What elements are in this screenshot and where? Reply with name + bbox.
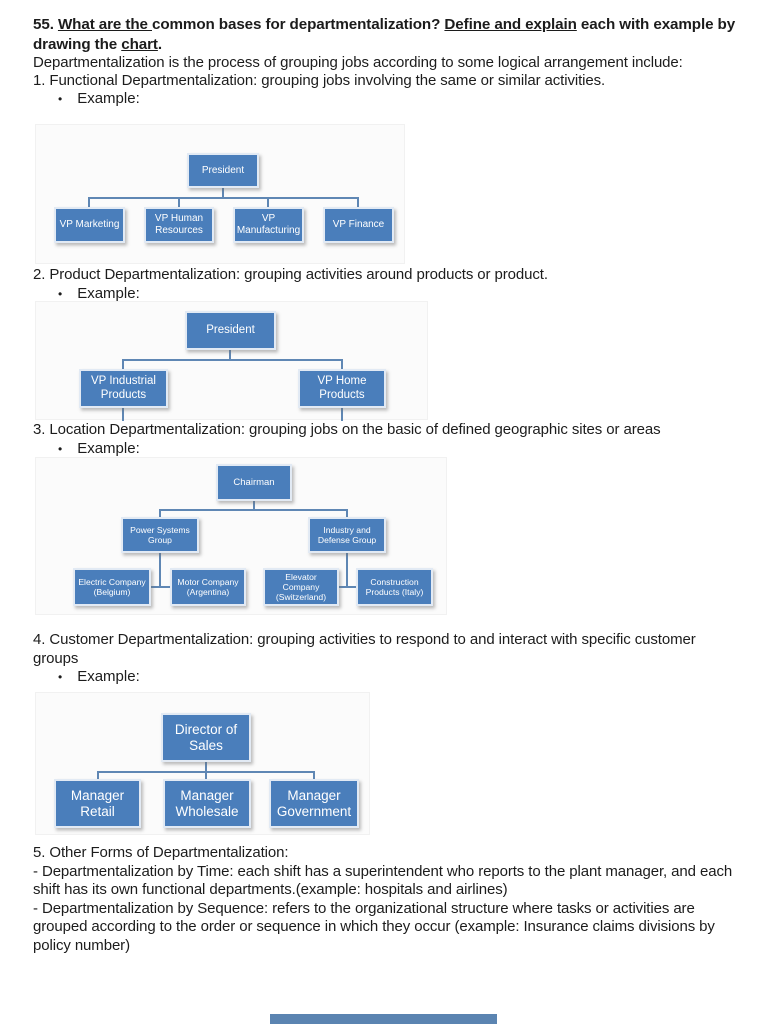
connector-line [159, 553, 161, 588]
connector-line [122, 359, 343, 361]
connector-line [178, 197, 180, 207]
section-5-block: 5. Other Forms of Departmentalization: -… [33, 844, 739, 955]
section-3-label: 3. Location Departmentalization: groupin… [33, 421, 661, 438]
org-node-vp-human-resources: VP Human Resources [144, 207, 214, 243]
org-node-construction-products-italy: Construction Products (Italy) [356, 568, 433, 606]
section-1-bullet: • Example: [58, 90, 140, 108]
section-1-label: 1. Functional Departmentalization: group… [33, 72, 606, 89]
section-5-label: 5. Other Forms of Departmentalization: [33, 844, 289, 861]
section-2-label: 2. Product Departmentalization: grouping… [33, 266, 548, 283]
org-node-chairman: Chairman [216, 464, 292, 501]
heading-segment: common bases for departmentalization? [152, 16, 445, 33]
bullet-label: Example: [77, 440, 140, 457]
heading-segment: 55. [33, 16, 58, 33]
heading-segment: each with example by drawing the [33, 16, 736, 53]
org-chart-customer: Director of Sales Manager Retail Manager… [35, 692, 370, 835]
page-bottom-cropped-box [270, 1014, 497, 1024]
org-node-industry-defense-group: Industry and Defense Group [308, 517, 386, 553]
connector-line [159, 509, 348, 511]
page-heading: 55. What are the common bases for depart… [33, 15, 739, 55]
connector-line [267, 197, 269, 207]
org-chart-product: President VP Industrial Products VP Home… [35, 301, 428, 421]
connector-line [122, 359, 124, 369]
org-node-vp-manufacturing: VP Manufacturing [233, 207, 304, 243]
section-3-bullet: • Example: [58, 440, 140, 458]
connector-line [346, 509, 348, 517]
section-5-sequence: - Departmentalization by Sequence: refer… [33, 899, 715, 954]
section-4-bullet: • Example: [58, 668, 140, 686]
connector-line [253, 501, 255, 511]
org-node-president: President [187, 153, 259, 188]
connector-line [159, 509, 161, 517]
connector-line [222, 188, 224, 199]
connector-line [341, 359, 343, 369]
section-4-label: 4. Customer Departmentalization: groupin… [33, 631, 696, 667]
org-node-vp-finance: VP Finance [323, 207, 394, 243]
bullet-icon: • [58, 92, 63, 106]
section-5-time: - Departmentalization by Time: each shif… [33, 862, 733, 899]
org-chart-functional: President VP Marketing VP Human Resource… [35, 124, 405, 264]
connector-line [151, 586, 170, 588]
bullet-label: Example: [77, 285, 140, 302]
connector-line [346, 553, 348, 588]
org-node-vp-home-products: VP Home Products [298, 369, 386, 408]
heading-segment: . [157, 36, 163, 53]
bullet-icon: • [58, 442, 63, 456]
connector-line [122, 408, 124, 421]
org-node-manager-government: Manager Government [269, 779, 359, 828]
org-node-vp-industrial-products: VP Industrial Products [79, 369, 168, 408]
intro-text: Departmentalization is the process of gr… [33, 54, 683, 71]
section-2-bullet: • Example: [58, 285, 140, 303]
connector-line [313, 771, 315, 779]
connector-line [341, 408, 343, 421]
connector-line [88, 197, 359, 199]
org-node-manager-wholesale: Manager Wholesale [163, 779, 251, 828]
heading-segment: What are the [57, 16, 152, 33]
heading-segment: chart [121, 36, 158, 53]
connector-line [205, 762, 207, 773]
connector-line [339, 586, 358, 588]
org-node-power-systems-group: Power Systems Group [121, 517, 199, 553]
connector-line [97, 771, 99, 779]
bullet-icon: • [58, 287, 63, 301]
bullet-label: Example: [77, 90, 140, 107]
bullet-icon: • [58, 670, 63, 684]
bullet-label: Example: [77, 668, 140, 685]
org-node-manager-retail: Manager Retail [54, 779, 141, 828]
org-node-motor-company-argentina: Motor Company (Argentina) [170, 568, 246, 606]
org-chart-location: Chairman Power Systems Group Industry an… [35, 457, 447, 615]
connector-line [357, 197, 359, 207]
connector-line [229, 350, 231, 361]
org-node-electric-company-belgium: Electric Company (Belgium) [73, 568, 151, 606]
org-node-director-of-sales: Director of Sales [161, 713, 251, 762]
org-node-vp-marketing: VP Marketing [54, 207, 125, 243]
connector-line [88, 197, 90, 207]
org-node-elevator-company-switzerland: Elevator Company (Switzerland) [263, 568, 339, 606]
heading-segment: Define and explain [444, 16, 577, 33]
connector-line [205, 771, 207, 779]
org-node-president: President [185, 311, 276, 350]
